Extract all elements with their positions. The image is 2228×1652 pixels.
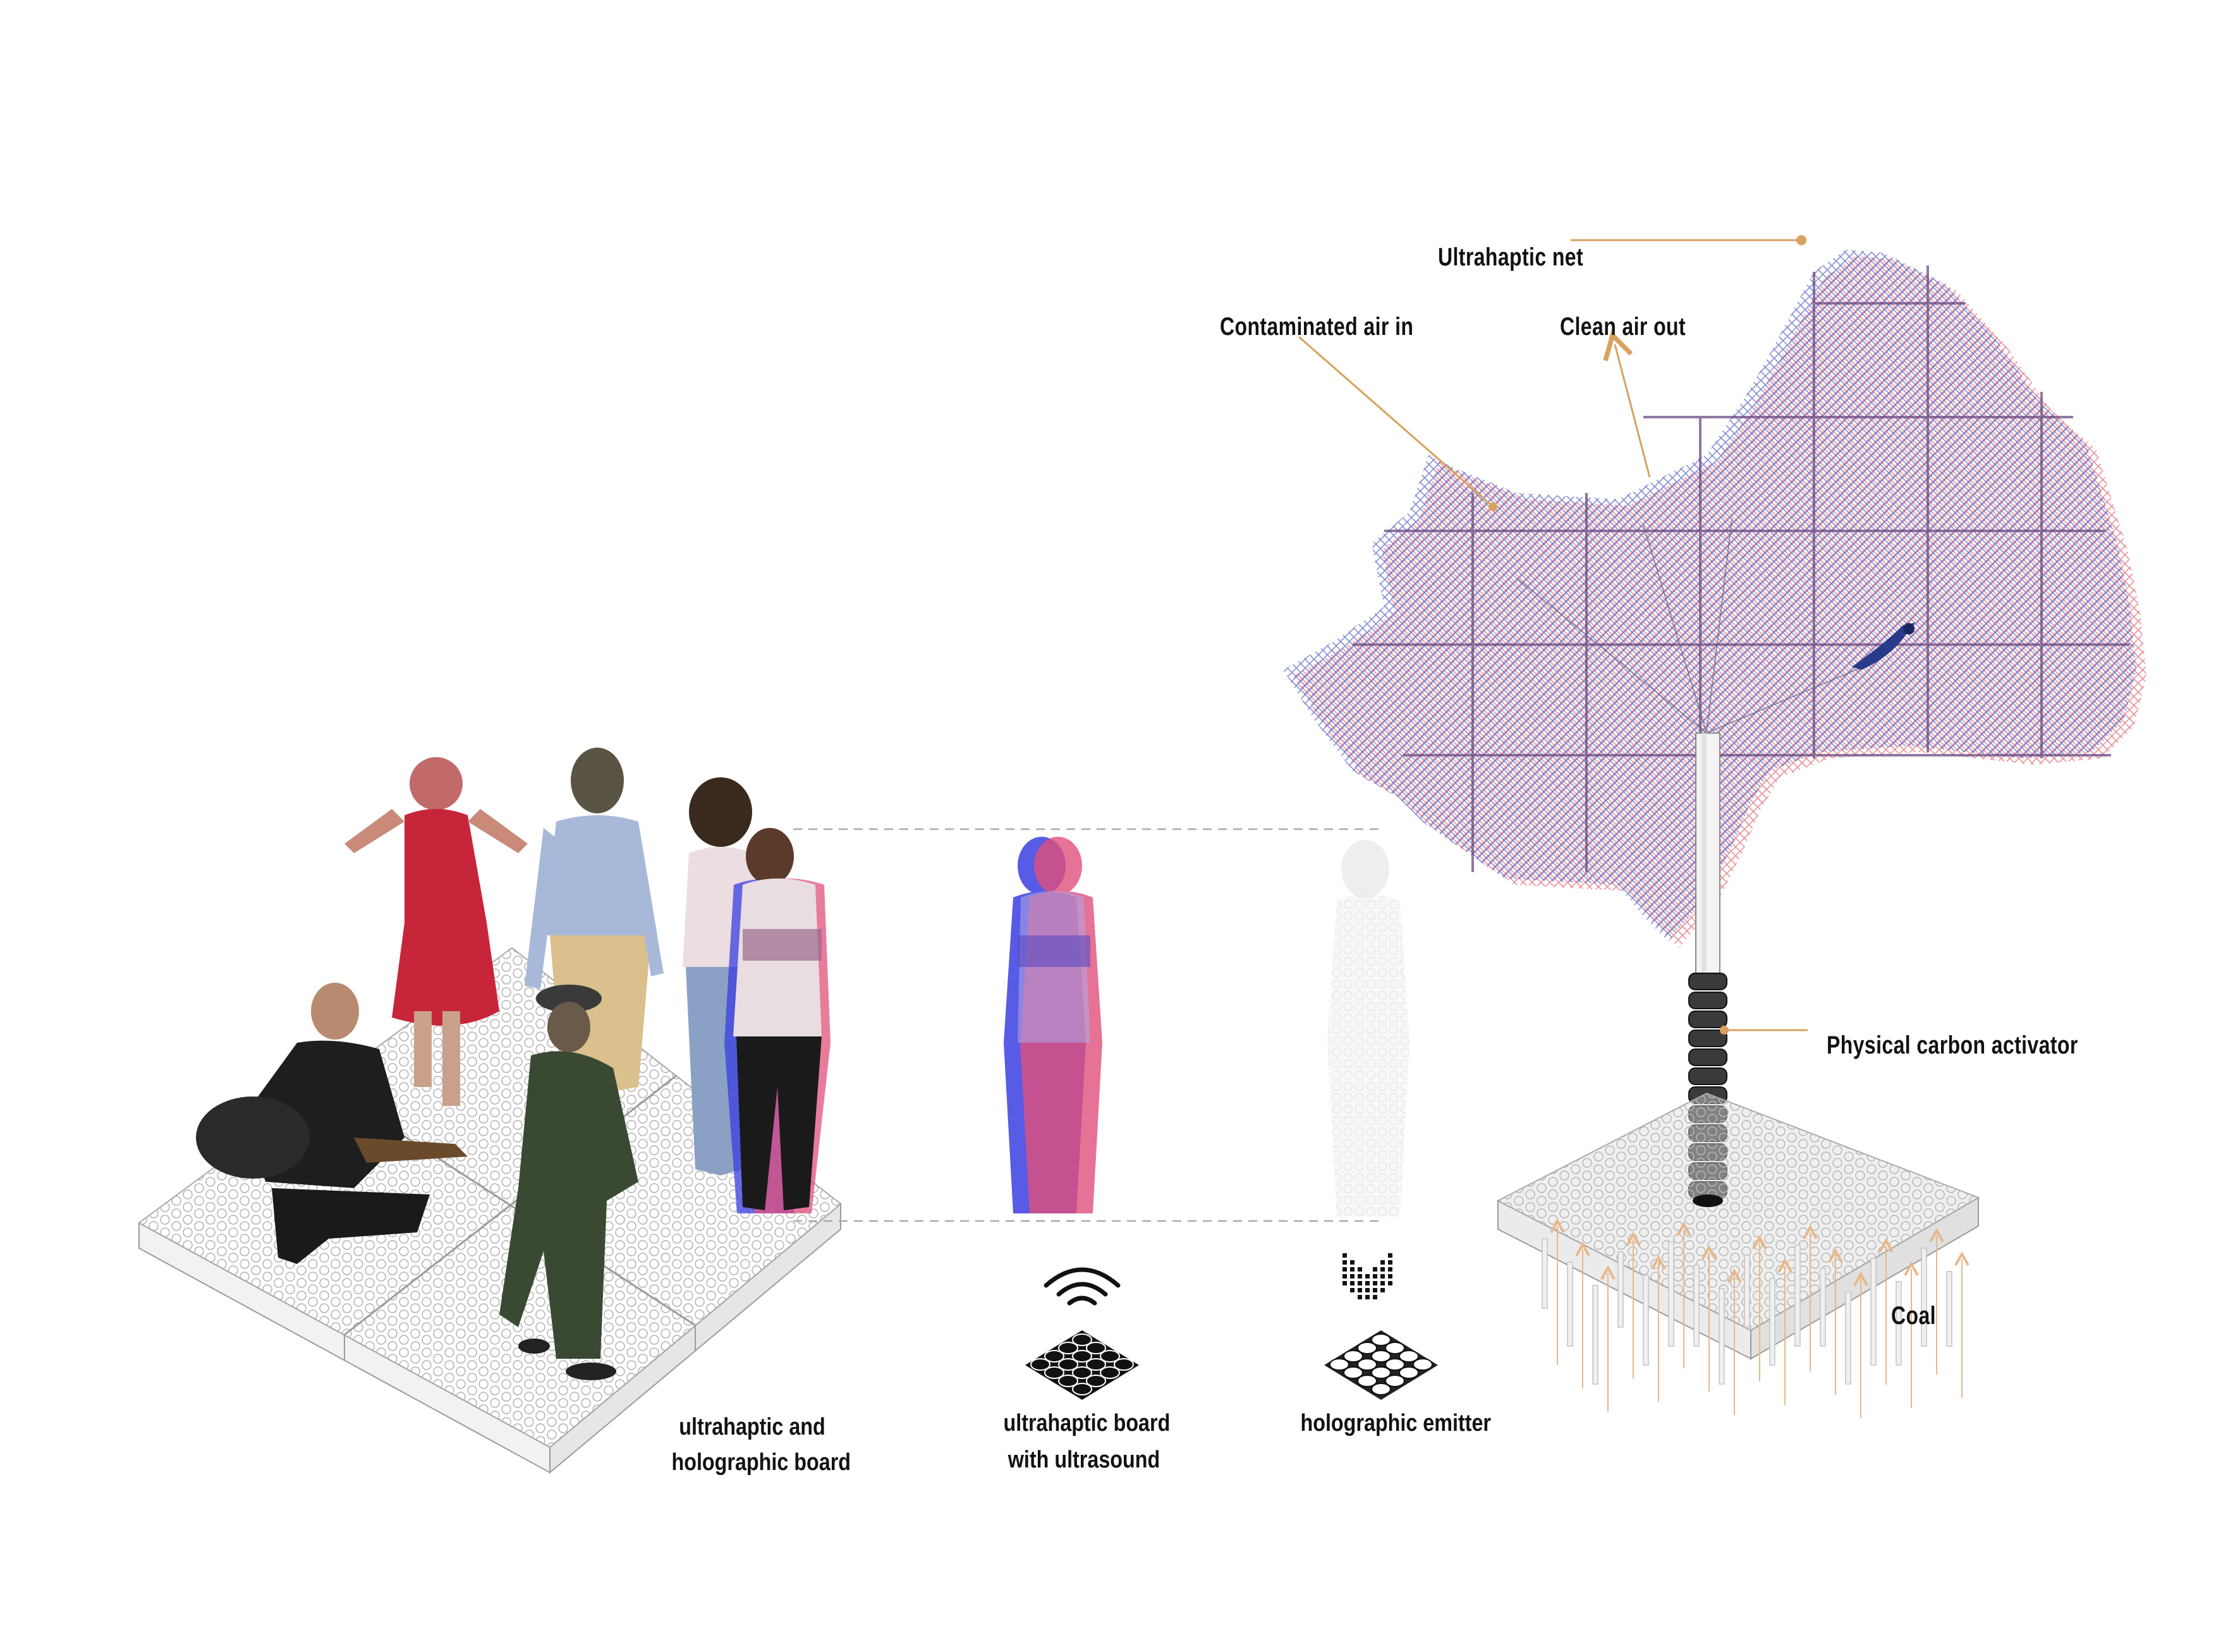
label-ultrasound-line1: ultrahaptic board	[1003, 1410, 1171, 1436]
label-board-line2: holographic board	[671, 1449, 851, 1476]
hologram-figure-faded	[1327, 840, 1409, 1217]
hologram-figure-colored	[1004, 837, 1102, 1213]
carbon-activator-pole	[1695, 732, 1720, 974]
people-group	[196, 748, 831, 1380]
person-young-man-sweater	[724, 828, 831, 1213]
ultrasound-wave-icon	[1044, 1267, 1121, 1306]
label-ultrasound-line2: with ultrasound	[1007, 1447, 1160, 1473]
label-contaminated-air-in: Contaminated air in	[1220, 313, 1414, 341]
label-ultrahaptic-net: Ultrahaptic net	[1438, 243, 1584, 271]
ultrahaptic-net-canopy	[1283, 250, 2146, 948]
label-physical-carbon-activator: Physical carbon activator	[1827, 1031, 2078, 1059]
label-board-line1: ultrahaptic and	[679, 1414, 825, 1440]
label-holographic-emitter: holographic emitter	[1300, 1405, 1492, 1442]
white-tile-dots	[1329, 1333, 1433, 1395]
coal-rods	[1542, 1218, 1969, 1418]
ultrahaptic-holographic-platform	[138, 947, 842, 1474]
label-clean-air-out: Clean air out	[1560, 313, 1686, 341]
person-man-guitar	[196, 983, 468, 1264]
black-tile-icon	[1025, 1330, 1139, 1400]
swallow-bird-icon	[1852, 623, 1915, 670]
activator-pole-base	[1693, 1194, 1723, 1207]
white-tile-icon	[1324, 1330, 1438, 1400]
person-man-hat	[499, 985, 638, 1380]
label-coal: Coal	[1891, 1302, 1936, 1330]
label-holographic-emitter-text: holographic emitter	[1300, 1410, 1492, 1436]
projection-lines	[793, 828, 1384, 1222]
black-tile-dots	[1030, 1333, 1134, 1395]
label-ultrahaptic-board-ultrasound: ultrahaptic board with ultrasound	[1003, 1405, 1171, 1478]
leader-lines	[1298, 235, 1808, 1035]
label-ultrahaptic-holographic-board: ultrahaptic and holographic board	[671, 1409, 851, 1480]
hologram-emitter-icon	[1342, 1253, 1392, 1299]
person-woman-red-dress	[344, 757, 528, 1106]
